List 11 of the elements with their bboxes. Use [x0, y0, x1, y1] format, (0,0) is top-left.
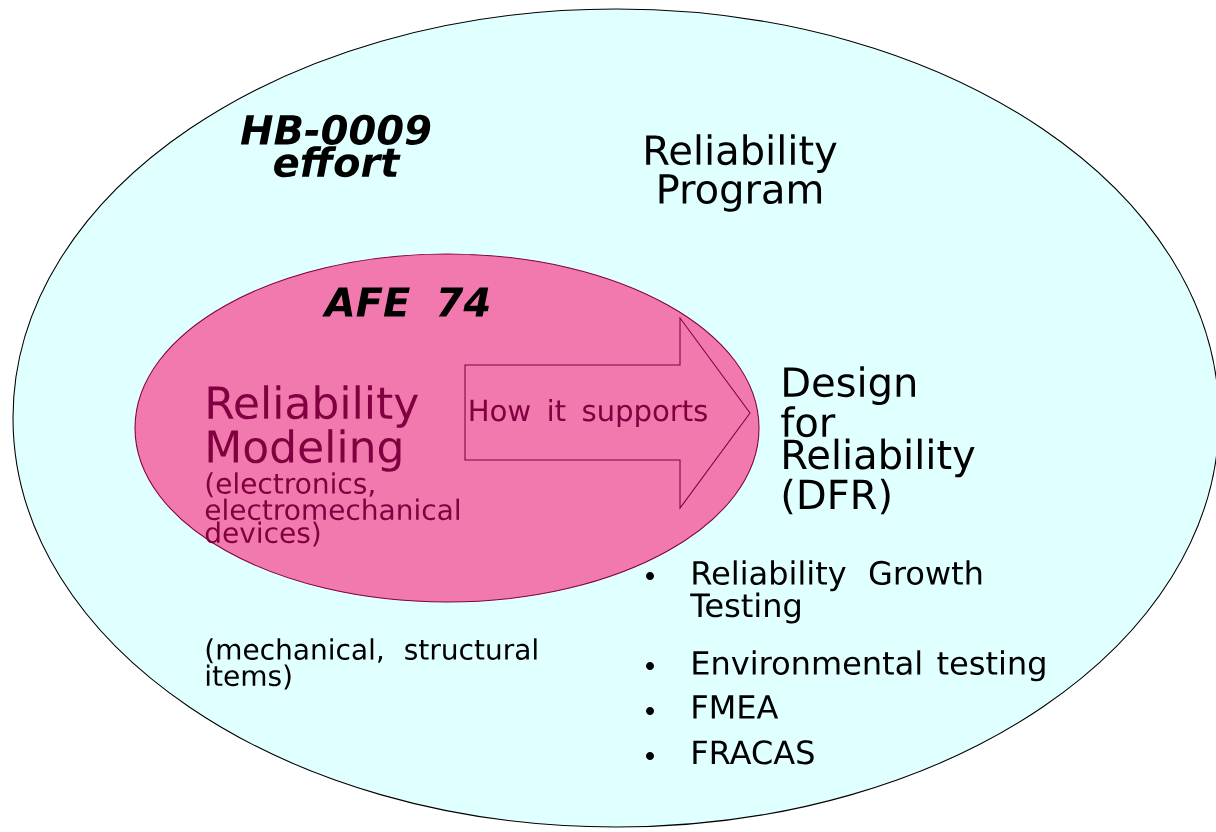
bullet-item: Environmental testing: [693, 650, 1045, 682]
note-text: (electronics, electromechanical devices): [205, 472, 459, 547]
bullet-item: FMEA: [693, 695, 779, 719]
title-text: Reliability Modeling: [208, 385, 418, 472]
title-text: Reliability Program: [646, 134, 837, 212]
arrow-label: How it supports: [470, 398, 707, 428]
note-text: (mechanical, structural items): [206, 638, 537, 690]
heading: AFE 74: [322, 287, 489, 317]
bullet-item: FRACAS: [693, 740, 814, 765]
bullet-item: Reliability Growth Testing: [690, 560, 982, 624]
heading: HB-0009 effort: [240, 114, 431, 178]
